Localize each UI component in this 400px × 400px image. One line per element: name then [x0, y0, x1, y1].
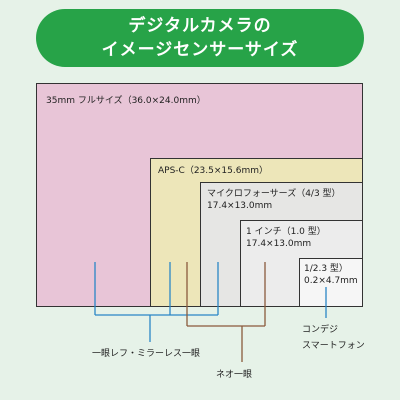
one-inch-size: 17.4×13.0mm	[246, 239, 312, 249]
title-banner: デジタルカメラの イメージセンサーサイズ	[36, 9, 364, 67]
small-sensor	[299, 258, 363, 307]
small-sensor-name: 1/2.3 型）	[304, 264, 348, 274]
aps-c-label: APS-C（23.5×15.6mm）	[158, 166, 268, 176]
category-compact-line2: スマートフォン	[302, 341, 365, 351]
small-sensor-label: 1/2.3 型） 0.2×4.7mm	[304, 263, 358, 287]
title-line-2: イメージセンサーサイズ	[101, 40, 299, 60]
title-line-1: デジタルカメラの	[128, 16, 272, 36]
four-thirds-name: マイクロフォーサーズ（4/3 型）	[207, 189, 341, 199]
full-frame-label: 35mm フルサイズ（36.0×24.0mm）	[46, 96, 206, 106]
four-thirds-size: 17.4×13.0mm	[207, 201, 273, 211]
category-compact-label: コンデジ スマートフォン	[302, 322, 365, 354]
category-compact-line1: コンデジ	[302, 325, 339, 335]
one-inch-label: 1 インチ（1.0 型） 17.4×13.0mm	[246, 226, 326, 250]
category-slr-label: 一眼レフ・ミラーレス一眼	[92, 349, 201, 359]
category-neo-label: ネオ一眼	[216, 370, 253, 380]
four-thirds-label: マイクロフォーサーズ（4/3 型） 17.4×13.0mm	[207, 188, 341, 212]
one-inch-name: 1 インチ（1.0 型）	[246, 227, 326, 237]
small-sensor-size: 0.2×4.7mm	[304, 276, 358, 286]
